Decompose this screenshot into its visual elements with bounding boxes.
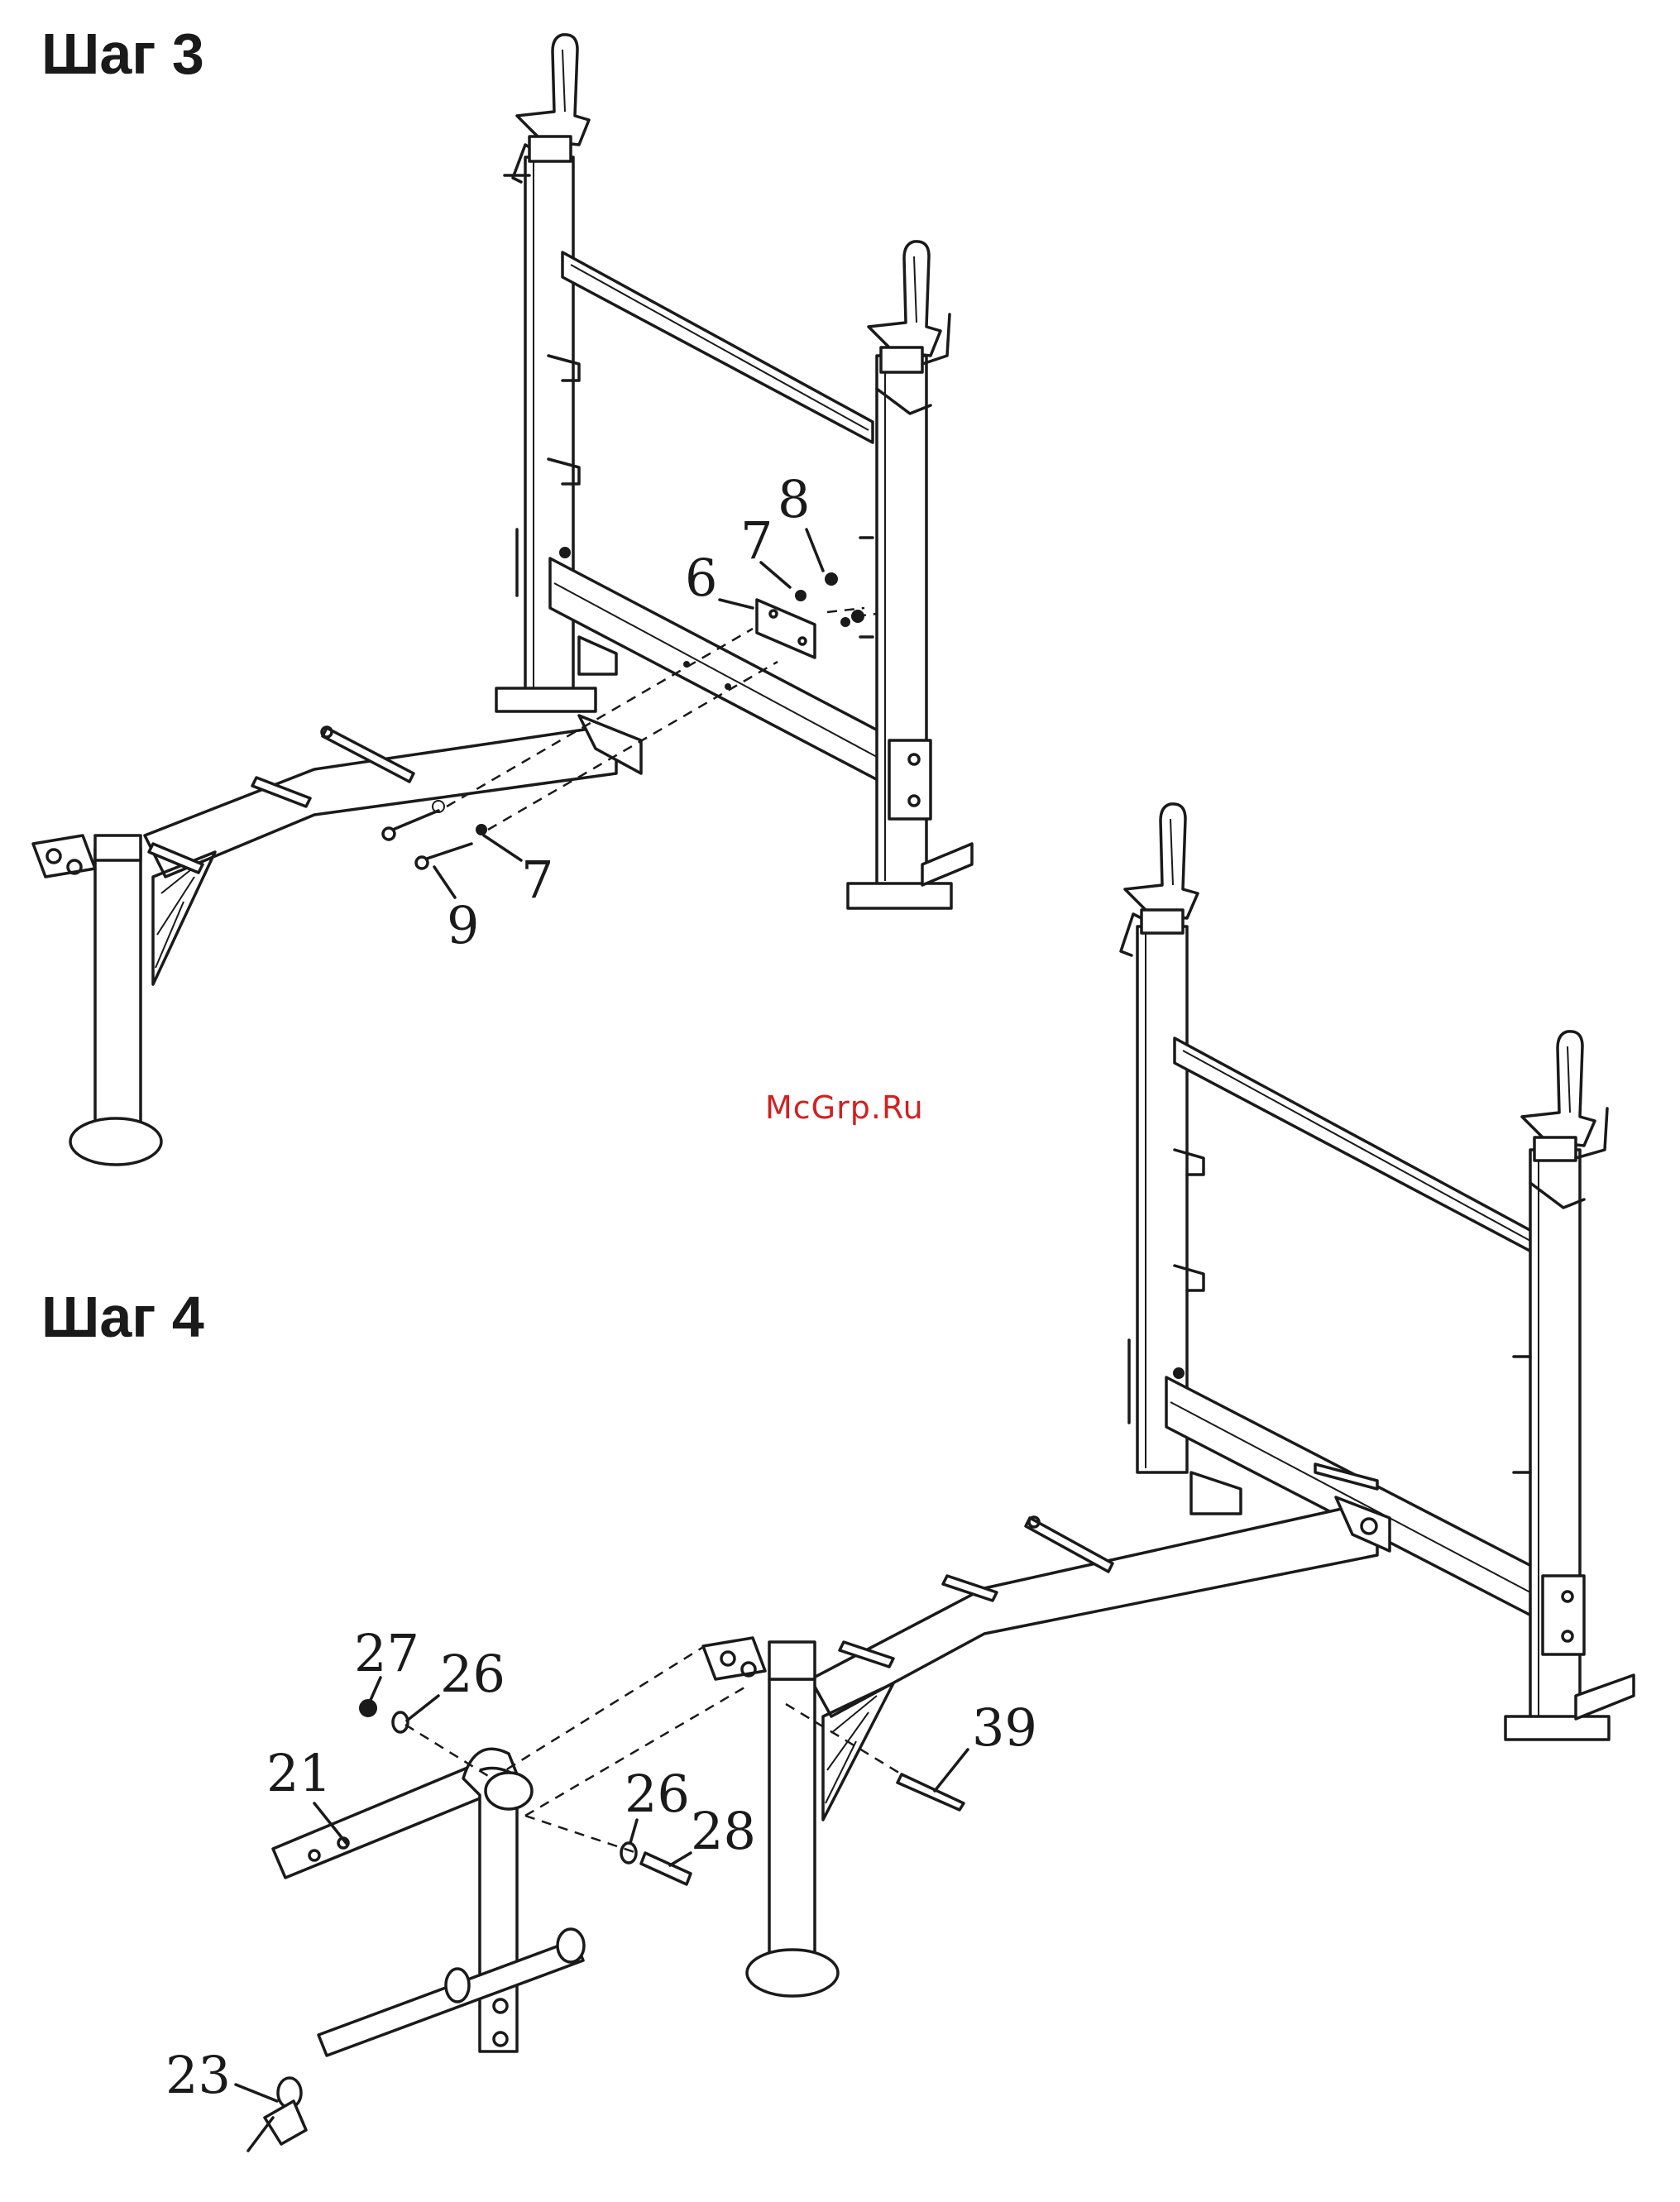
- callout-23: 23: [165, 2045, 231, 2105]
- callout-26-bottom: 26: [625, 1764, 690, 1824]
- callout-6: 6: [685, 548, 717, 608]
- step-3-illustration: 8 7 6 7 9: [33, 35, 972, 1165]
- step-4-rack: [1121, 804, 1634, 1740]
- callout-9: 9: [447, 895, 479, 955]
- callout-7-bottom: 7: [521, 850, 553, 910]
- callout-7-top: 7: [740, 510, 773, 571]
- step-4-illustration: 27 26 21 26 28 39 23: [165, 804, 1634, 2151]
- part-23-clip: [248, 2078, 306, 2151]
- step-3-leg-assembly: [33, 716, 641, 1165]
- callout-39: 39: [972, 1697, 1037, 1758]
- callout-27: 27: [354, 1623, 419, 1683]
- step-4-leg-assembly: [703, 1464, 1390, 1996]
- callout-28: 28: [691, 1801, 756, 1861]
- callout-26-top: 26: [440, 1644, 505, 1704]
- callout-8: 8: [778, 469, 810, 529]
- callout-21: 21: [266, 1743, 332, 1803]
